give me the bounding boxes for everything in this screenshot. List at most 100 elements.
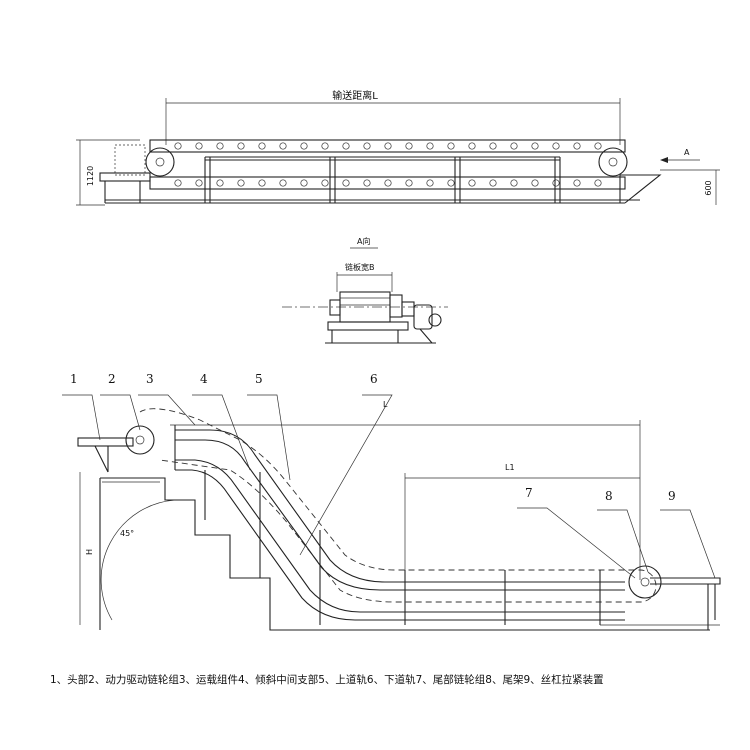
chain-roller bbox=[447, 142, 455, 150]
head-sprocket-2-hub bbox=[135, 435, 145, 445]
callout-leader bbox=[299, 394, 393, 556]
chain-roller bbox=[594, 179, 602, 187]
chain-roller bbox=[573, 142, 581, 150]
angle-arc bbox=[100, 499, 176, 621]
callout-label: 4 bbox=[200, 372, 208, 386]
head-platform bbox=[77, 437, 134, 447]
callout-label: 2 bbox=[108, 372, 116, 386]
chain-roller bbox=[426, 142, 434, 150]
chain-roller bbox=[468, 142, 476, 150]
callout-leader bbox=[660, 509, 716, 579]
height-h-label: H bbox=[85, 549, 94, 555]
height-label: 1120 bbox=[86, 166, 95, 186]
chain-roller bbox=[258, 142, 266, 150]
chain-roller bbox=[216, 179, 224, 187]
chain-roller bbox=[216, 142, 224, 150]
chain-roller bbox=[405, 142, 413, 150]
chain-roller bbox=[279, 142, 287, 150]
chain-roller bbox=[531, 142, 539, 150]
side-height-label: 600 bbox=[704, 180, 713, 195]
chain-roller bbox=[174, 179, 182, 187]
callout-group: 1 2 3 4 5 6 7 8 9 bbox=[62, 372, 716, 579]
chain-width-label: 链板宽B bbox=[345, 262, 375, 272]
chain-roller bbox=[594, 142, 602, 150]
chain-roller bbox=[552, 179, 560, 187]
upper-chain-run bbox=[149, 139, 626, 153]
head-sprocket bbox=[145, 147, 175, 177]
end-view-label: A向 bbox=[357, 236, 370, 246]
tail-sprocket bbox=[598, 147, 628, 177]
callout-leader bbox=[100, 394, 141, 431]
length-label: L bbox=[383, 400, 388, 409]
lower-length-label: L1 bbox=[505, 463, 515, 472]
chain-roller bbox=[426, 179, 434, 187]
tail-sprocket-2-hub bbox=[640, 577, 650, 587]
chain-roller bbox=[237, 179, 245, 187]
angle-label: 45° bbox=[120, 529, 134, 538]
motor-bracket bbox=[419, 328, 433, 344]
tail-sprocket-hub bbox=[608, 157, 618, 167]
callout-label: 6 bbox=[370, 372, 378, 386]
chain-roller bbox=[174, 142, 182, 150]
lower-chain-rollers bbox=[174, 179, 602, 187]
drive-housing bbox=[114, 144, 146, 176]
head-sprocket-2 bbox=[125, 425, 155, 455]
callout-leader bbox=[62, 394, 101, 441]
callout-label: 5 bbox=[255, 372, 263, 386]
tail-support bbox=[620, 174, 662, 204]
callout-leader bbox=[517, 507, 636, 579]
upper-rail bbox=[175, 429, 625, 583]
chain-roller bbox=[363, 142, 371, 150]
chain-roller bbox=[573, 179, 581, 187]
right-bearing bbox=[389, 294, 403, 318]
chain-roller bbox=[468, 179, 476, 187]
chain-roller bbox=[405, 179, 413, 187]
chain-roller bbox=[489, 179, 497, 187]
chain-roller bbox=[384, 142, 392, 150]
callout-leader bbox=[247, 394, 291, 481]
horizontal-conveyor-view: 输送距离L 1120 600 A bbox=[76, 89, 720, 206]
chain-roller bbox=[258, 179, 266, 187]
chain-roller bbox=[510, 142, 518, 150]
chain-roller bbox=[510, 179, 518, 187]
chain-roller bbox=[447, 179, 455, 187]
callout-label: 3 bbox=[146, 372, 154, 386]
callout-leader bbox=[192, 394, 251, 471]
lower-rail-inner bbox=[175, 469, 625, 621]
drive-base bbox=[99, 172, 151, 182]
chain-roller bbox=[342, 142, 350, 150]
inclined-conveyor-view: 1 2 3 4 5 6 7 8 9 L L1 H 45° bbox=[62, 372, 721, 631]
conveying-distance-label: 输送距离L bbox=[332, 89, 378, 102]
upper-rail-inner bbox=[175, 439, 625, 591]
callout-leader bbox=[138, 394, 196, 426]
end-frame-beam bbox=[327, 321, 409, 331]
chain-roller bbox=[363, 179, 371, 187]
lower-rail bbox=[175, 459, 625, 613]
chain-roller bbox=[195, 179, 203, 187]
callout-leader bbox=[597, 509, 649, 573]
callout-label: 7 bbox=[525, 486, 533, 500]
stair-ground bbox=[100, 477, 710, 631]
chain-roller bbox=[300, 142, 308, 150]
view-arrow-head bbox=[660, 157, 668, 163]
callout-label: 1 bbox=[70, 372, 78, 386]
lower-chain-run bbox=[149, 176, 626, 190]
upper-chain-rollers bbox=[174, 142, 602, 150]
head-support-1 bbox=[94, 445, 109, 473]
motor-end bbox=[428, 313, 442, 327]
chain-roller bbox=[237, 142, 245, 150]
tail-sprocket-2 bbox=[628, 565, 662, 599]
chain-roller bbox=[300, 179, 308, 187]
coupling bbox=[401, 301, 415, 317]
chain-roller bbox=[195, 142, 203, 150]
callout-label: 9 bbox=[668, 489, 676, 503]
drive-motor bbox=[413, 304, 433, 330]
tail-frame-rail bbox=[650, 577, 721, 585]
chain-roller bbox=[321, 179, 329, 187]
chain-envelope bbox=[139, 408, 657, 603]
chain-roller bbox=[552, 142, 560, 150]
callout-label: 8 bbox=[605, 489, 613, 503]
chain-plate-section bbox=[339, 291, 391, 323]
